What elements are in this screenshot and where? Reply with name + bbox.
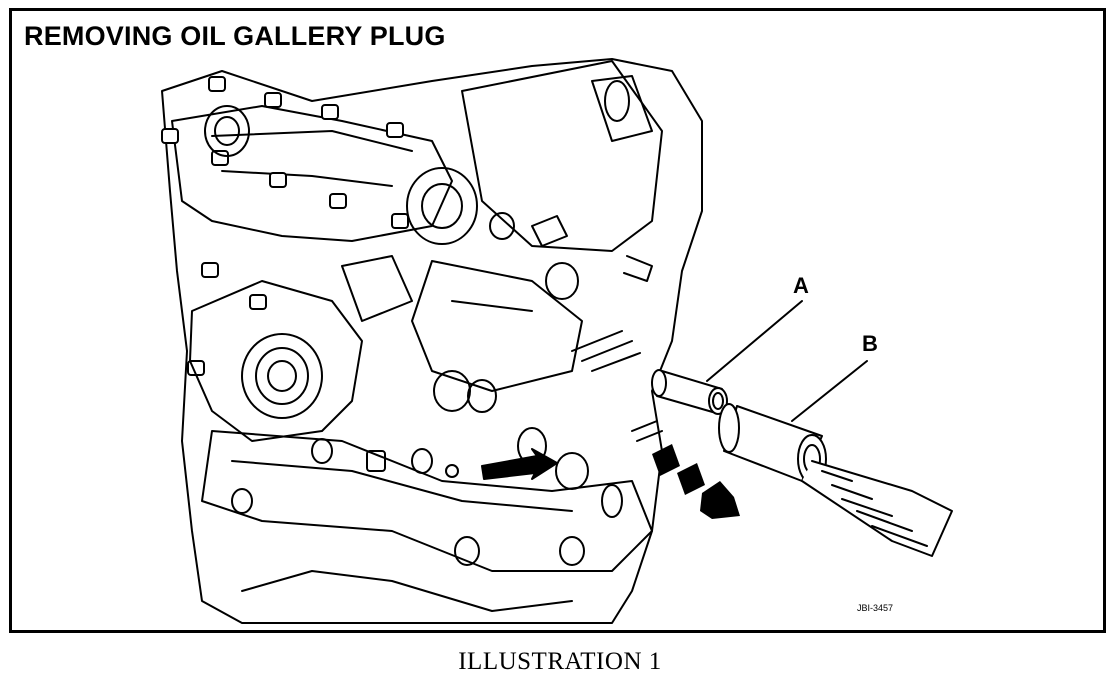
figure-code: JBI-3457 — [857, 603, 894, 613]
illustration-caption: ILLUSTRATION 1 — [458, 648, 662, 675]
leader-b — [791, 360, 868, 422]
part-a-adapter — [651, 369, 728, 415]
engine-block-outline — [161, 58, 703, 624]
removal-arrow — [481, 448, 558, 480]
cam-journals — [204, 105, 478, 419]
leader-a — [706, 300, 803, 382]
label-b: B — [862, 331, 878, 356]
illustration-title: REMOVING OIL GALLERY PLUG — [24, 21, 446, 51]
pull-direction-arrow — [652, 444, 740, 519]
illustration-frame: REMOVING OIL GALLERY PLUG — [9, 8, 1106, 633]
part-b-slide-hammer — [718, 403, 953, 557]
label-a: A — [793, 273, 809, 298]
cam-cap-bolts — [161, 76, 409, 376]
engine-block-drawing — [161, 58, 953, 624]
